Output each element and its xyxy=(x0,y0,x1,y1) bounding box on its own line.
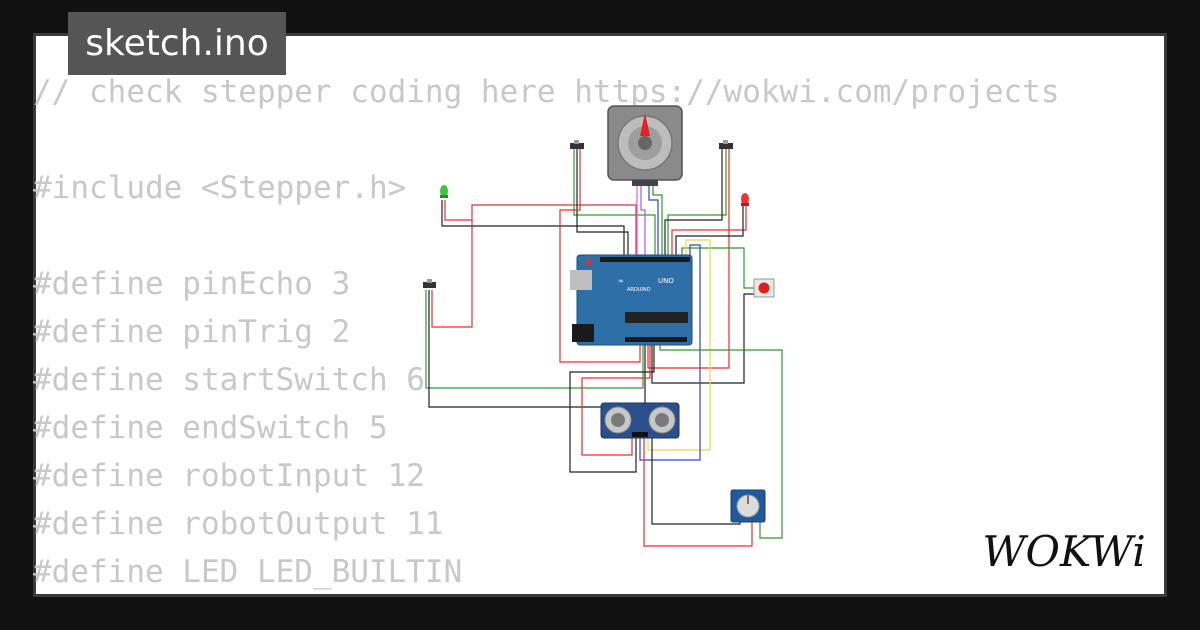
wire xyxy=(569,340,655,473)
wire xyxy=(659,340,783,539)
wire xyxy=(651,293,770,384)
ultrasonic-sensor-icon[interactable] xyxy=(600,402,680,439)
wire xyxy=(664,148,723,255)
code-line: #define startSwitch 6 xyxy=(33,362,425,398)
wire xyxy=(647,148,730,369)
frame-bottom-edge xyxy=(33,594,1167,597)
wire xyxy=(441,200,625,255)
wire xyxy=(573,148,656,255)
wires xyxy=(425,148,783,547)
code-line: #define robotOutput 11 xyxy=(33,506,444,542)
code-line: #define pinTrig 2 xyxy=(33,314,351,350)
wire xyxy=(681,247,756,289)
wire xyxy=(576,148,629,255)
wire xyxy=(431,220,473,328)
code-background: // check stepper coding here https://wok… xyxy=(33,68,1097,596)
slide-switch-right[interactable] xyxy=(719,140,733,149)
code-line: #define endSwitch 5 xyxy=(33,410,388,446)
code-line: #define LED LED_BUILTIN xyxy=(33,554,463,590)
board-model: UNO xyxy=(658,277,674,285)
wire xyxy=(667,148,727,255)
board-logo: ∞ xyxy=(618,277,624,285)
code-line: #include <Stepper.h> xyxy=(33,170,407,206)
green-led-icon[interactable] xyxy=(440,185,448,198)
wire xyxy=(581,340,651,456)
wire xyxy=(648,185,659,255)
slide-switch-side[interactable] xyxy=(423,279,436,288)
wire xyxy=(643,437,753,547)
red-led-icon[interactable] xyxy=(741,193,749,206)
wire xyxy=(559,148,641,363)
slide-switch-left[interactable] xyxy=(570,140,584,149)
wire xyxy=(675,205,744,255)
stepper-motor-icon[interactable] xyxy=(607,105,683,186)
bottom-border xyxy=(0,597,1200,630)
push-button-icon[interactable] xyxy=(753,278,775,298)
wire xyxy=(671,205,747,255)
file-tab[interactable]: sketch.ino xyxy=(68,12,286,75)
wire xyxy=(639,244,701,461)
code-line: #define robotInput 12 xyxy=(33,458,425,494)
code-line: // check stepper coding here https://wok… xyxy=(33,74,1060,110)
wire xyxy=(444,200,637,255)
arduino-uno-icon[interactable]: ∞ UNO ARDUINO xyxy=(570,254,693,346)
wire xyxy=(647,239,711,451)
code-line: #define pinEcho 3 xyxy=(33,266,351,302)
wire xyxy=(640,185,646,255)
wokwi-logo: WOKWi xyxy=(982,527,1145,576)
potentiometer-icon[interactable] xyxy=(730,489,766,523)
board-brand: ARDUINO xyxy=(627,287,651,293)
wire xyxy=(428,290,646,408)
wokwi-logo-text: WOKWi xyxy=(982,527,1145,576)
wire xyxy=(425,290,644,389)
wire xyxy=(652,185,663,255)
